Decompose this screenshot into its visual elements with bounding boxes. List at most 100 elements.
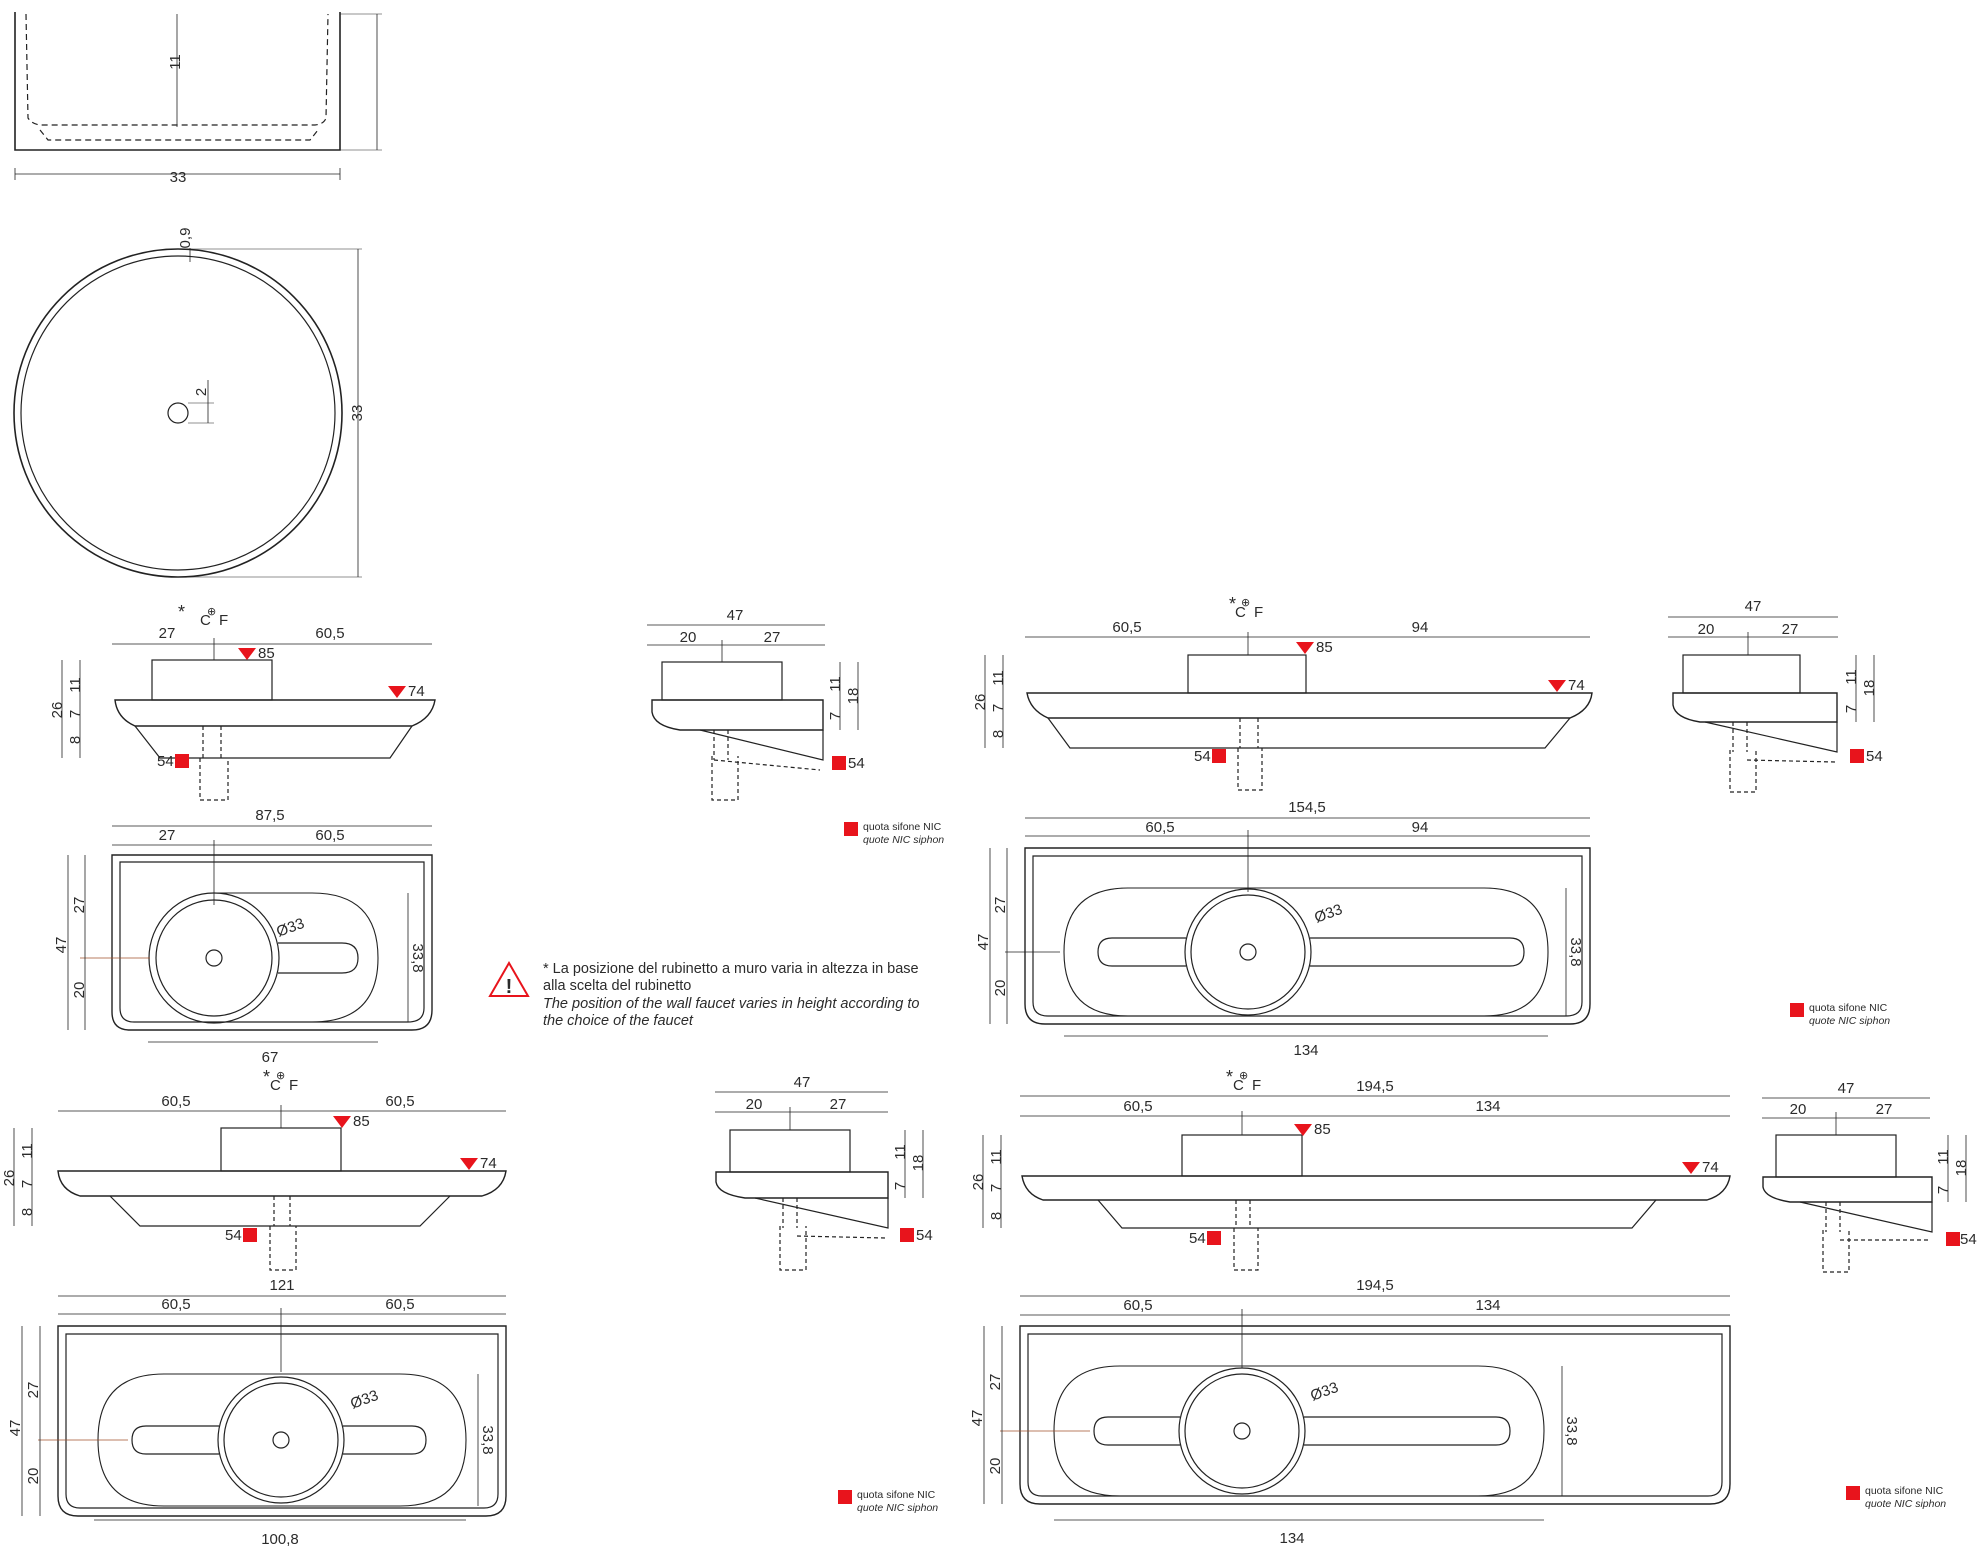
side-left: 20 [680, 629, 697, 646]
unit-121-front-view: C F * ⊕ 60,5 60,5 85 74 54 26 11 7 8 [1, 1067, 507, 1271]
unit-194-side-view: 47 20 27 54 11 18 7 [1762, 1080, 1977, 1273]
unit-121-plan-view: 121 60,5 60,5 Ø33 33,8 100,8 47 27 20 [7, 1277, 507, 1548]
asterisk-icon: * [1229, 594, 1236, 614]
unit-194-plan-view: 194,5 60,5 134 Ø33 33,8 134 47 27 20 [969, 1277, 1731, 1547]
note-it-line2: alla scelta del rubinetto [543, 978, 691, 994]
unit-87-front-view: C F * ⊕ 27 60,5 85 74 54 26 11 7 8 [49, 602, 436, 801]
note-en-line1: The position of the wall faucet varies i… [543, 996, 919, 1012]
tag-74: 74 [1568, 677, 1585, 694]
plan-depth-top: 27 [987, 1374, 1004, 1391]
dim-h-top: 7 [988, 1184, 1005, 1192]
plan-depth-top: 27 [71, 897, 88, 914]
dim-h-total: 26 [1, 1170, 18, 1187]
dim-right: 60,5 [385, 1093, 414, 1110]
drain-symbol-icon: ⊕ [276, 1070, 285, 1082]
side-h-basin: 11 [1843, 669, 1860, 685]
dim-total: 194,5 [1356, 1078, 1394, 1095]
legend-en: quote NIC siphon [863, 834, 944, 846]
plan-total: 121 [269, 1277, 294, 1294]
unit-194-front-view: C F * ⊕ 194,5 60,5 134 85 74 54 26 11 7 … [970, 1067, 1731, 1271]
plan-depth: 47 [53, 937, 70, 954]
side-total: 47 [794, 1074, 811, 1091]
dim-h-bottom: 8 [19, 1208, 36, 1216]
unit-87-side-view: 47 20 27 54 11 18 7 [647, 607, 865, 801]
side-left: 20 [1698, 621, 1715, 638]
side-right: 27 [1782, 621, 1799, 638]
legend-en: quote NIC siphon [1865, 1498, 1946, 1510]
legend-en: quote NIC siphon [1809, 1015, 1890, 1027]
tag-74: 74 [1702, 1159, 1719, 1176]
side-total: 47 [1745, 598, 1762, 615]
legend-siphon-3: quota sifone NIC quote NIC siphon [838, 1489, 938, 1514]
dim-h-total: 26 [972, 694, 989, 711]
legend-en: quote NIC siphon [857, 1502, 938, 1514]
plan-depth: 47 [975, 934, 992, 951]
unit-154-plan-view: 154,5 60,5 94 Ø33 33,8 134 47 27 20 [975, 799, 1591, 1059]
plan-left: 60,5 [1123, 1297, 1152, 1314]
side-right: 27 [830, 1096, 847, 1113]
plan-right: 60,5 [385, 1296, 414, 1313]
side-tag-54: 54 [1960, 1231, 1977, 1248]
tag-54: 54 [1194, 748, 1211, 765]
dim-h-top: 7 [19, 1180, 36, 1188]
side-tag-54: 54 [848, 755, 865, 772]
legend-it: quota sifone NIC [1865, 1485, 1944, 1497]
tag-85: 85 [353, 1113, 370, 1130]
basin-depth-label: 11 [167, 54, 184, 70]
side-h-total: 18 [845, 688, 862, 705]
plan-total: 194,5 [1356, 1277, 1394, 1294]
unit-154-front-view: C F * ⊕ 60,5 94 85 74 54 26 11 7 8 [972, 594, 1593, 791]
side-tag-54: 54 [1866, 748, 1883, 765]
warning-triangle-icon [488, 960, 530, 997]
tray-length: 67 [262, 1049, 279, 1066]
bowl-diameter: Ø33 [274, 915, 306, 941]
basin-width-label: 33 [170, 169, 187, 186]
side-h-total: 18 [910, 1155, 927, 1172]
tag-85: 85 [1314, 1121, 1331, 1138]
basin-side-view: 33 11 [14, 12, 382, 186]
unit-87-plan-view: 87,5 27 60,5 Ø33 33,8 67 47 27 20 [53, 807, 433, 1066]
side-right: 27 [1876, 1101, 1893, 1118]
tag-74: 74 [408, 683, 425, 700]
dim-h-total: 26 [970, 1174, 987, 1191]
plan-left: 27 [159, 827, 176, 844]
plan-depth: 47 [7, 1420, 24, 1437]
plan-depth-top: 27 [992, 897, 1009, 914]
asterisk-icon: * [1226, 1067, 1233, 1087]
side-h-total: 18 [1861, 680, 1878, 697]
dim-left: 60,5 [161, 1093, 190, 1110]
plan-left: 60,5 [1145, 819, 1174, 836]
legend-siphon-2: quota sifone NIC quote NIC siphon [1790, 1002, 1890, 1027]
plan-depth-bottom: 20 [25, 1468, 42, 1485]
dim-right: 94 [1412, 619, 1429, 636]
legend-siphon-1: quota sifone NIC quote NIC siphon [844, 821, 944, 846]
drain-symbol-icon: ⊕ [1241, 597, 1250, 609]
cf-label: C F [200, 612, 230, 629]
drain-symbol-icon: ⊕ [1239, 1070, 1248, 1082]
legend-it: quota sifone NIC [863, 821, 942, 833]
dim-right: 134 [1475, 1098, 1500, 1115]
cf-label: C F [1233, 1077, 1263, 1094]
basin-top-view: 0,9 2 33 [13, 228, 366, 578]
asterisk-icon: * [178, 602, 185, 622]
tag-54: 54 [225, 1227, 242, 1244]
side-h-top: 7 [892, 1182, 909, 1190]
side-h-total: 18 [1953, 1160, 1970, 1177]
drain-offset-label: 2 [193, 388, 210, 396]
side-total: 47 [1838, 1080, 1855, 1097]
basin-diameter-label: 33 [349, 405, 366, 422]
legend-siphon-4: quota sifone NIC quote NIC siphon [1846, 1485, 1946, 1510]
plan-left: 60,5 [161, 1296, 190, 1313]
side-h-basin: 11 [892, 1144, 909, 1160]
side-left: 20 [1790, 1101, 1807, 1118]
bowl-diameter: Ø33 [1308, 1379, 1340, 1405]
dim-h-basin: 11 [990, 670, 1007, 686]
tag-54: 54 [1189, 1230, 1206, 1247]
dim-h-top: 7 [67, 710, 84, 718]
asterisk-icon: * [263, 1067, 270, 1087]
tag-85: 85 [258, 645, 275, 662]
dim-h-bottom: 8 [67, 736, 84, 744]
plan-right: 94 [1412, 819, 1429, 836]
bowl-diameter: Ø33 [348, 1387, 380, 1413]
